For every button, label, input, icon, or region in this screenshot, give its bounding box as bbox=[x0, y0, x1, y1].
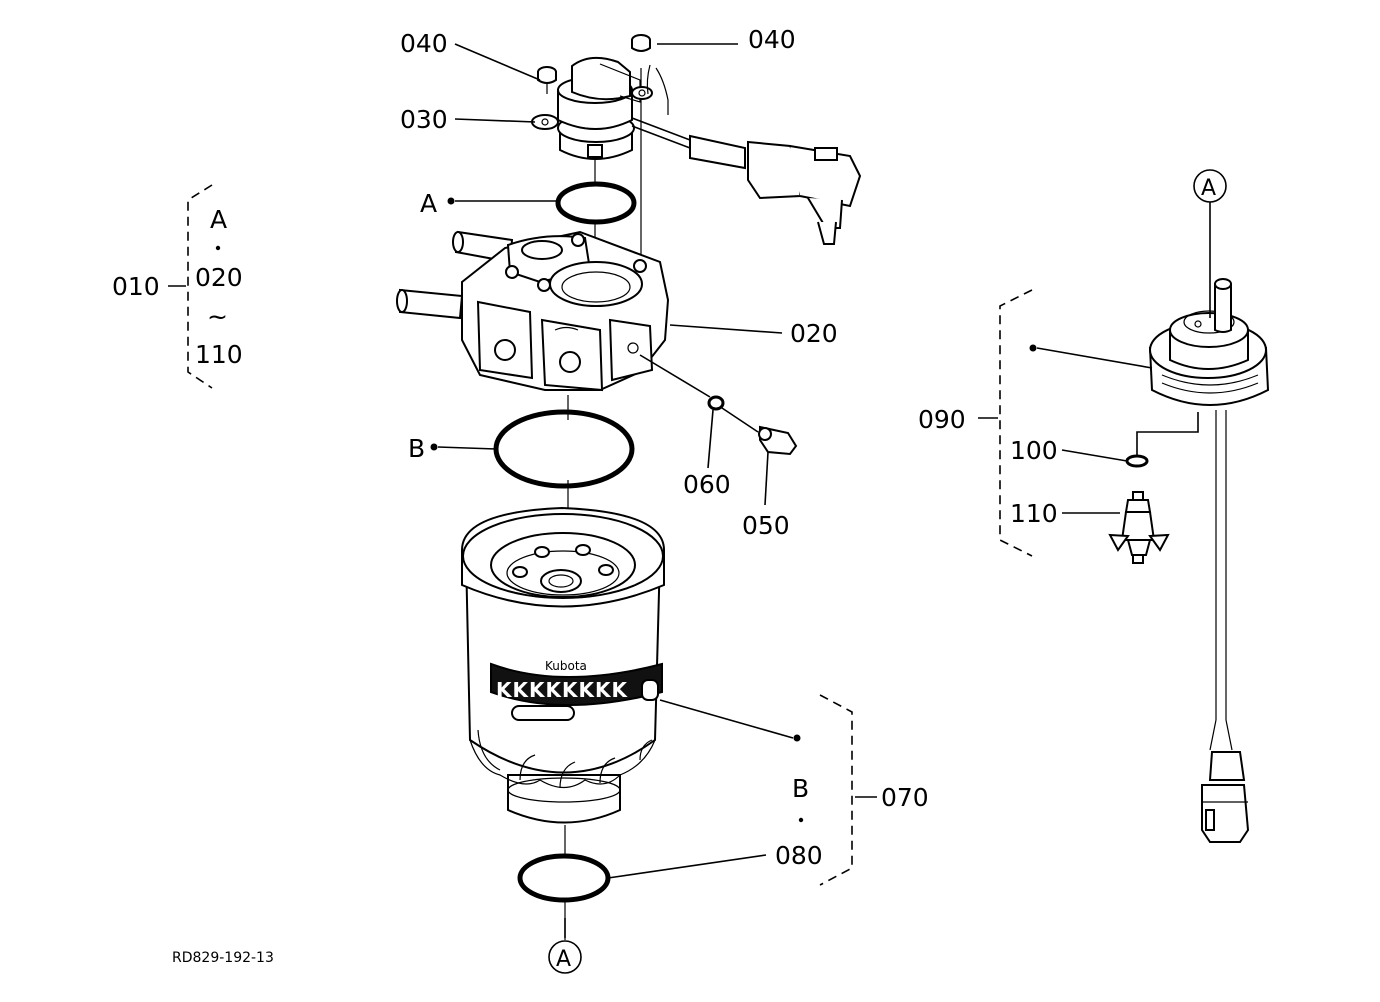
leader-lines bbox=[430, 43, 1211, 938]
group-090-bracket bbox=[999, 289, 1033, 557]
circle-ref-a-bottom: A bbox=[548, 940, 582, 974]
callout-080: 080 bbox=[775, 841, 823, 870]
callout-050: 050 bbox=[742, 511, 790, 540]
group-010-from: 020 bbox=[195, 263, 243, 292]
sensor-head-030 bbox=[531, 56, 862, 245]
circle-ref-a-right: A bbox=[1193, 169, 1227, 203]
drain-plug-110 bbox=[1108, 491, 1170, 564]
callout-110: 110 bbox=[1010, 499, 1058, 528]
water-sensor-090 bbox=[1148, 278, 1270, 843]
o-ring-a bbox=[555, 181, 637, 225]
callout-070: 070 bbox=[881, 783, 929, 812]
callout-040-right: 040 bbox=[748, 25, 796, 54]
callout-070-b: B bbox=[792, 774, 809, 803]
o-ring-100 bbox=[1125, 454, 1149, 468]
drawing-id: RD829-192-13 bbox=[172, 950, 274, 966]
screw-040-right bbox=[631, 34, 651, 52]
group-010-dot bbox=[215, 245, 221, 251]
group-010-tilde: ~ bbox=[207, 302, 228, 331]
callout-060: 060 bbox=[683, 470, 731, 499]
filter-band-text: KKKKKKKK bbox=[496, 678, 628, 702]
svg-text:A: A bbox=[1201, 176, 1216, 201]
callout-040-left: 040 bbox=[400, 29, 448, 58]
group-010-label: 010 bbox=[112, 272, 160, 301]
group-010-ref-a: A bbox=[210, 205, 227, 234]
fuel-filter-070: Kubota KKKKKKKK bbox=[461, 506, 665, 824]
callout-ref-a: A bbox=[420, 189, 437, 218]
filter-head-020 bbox=[396, 230, 670, 392]
o-ring-080 bbox=[517, 853, 611, 903]
o-ring-060 bbox=[707, 395, 725, 411]
plug-050 bbox=[758, 425, 798, 456]
callout-100: 100 bbox=[1010, 436, 1058, 465]
group-010-bracket: 010 A 020 ~ 110 bbox=[112, 184, 243, 389]
group-010-to: 110 bbox=[195, 340, 243, 369]
svg-text:A: A bbox=[556, 947, 571, 972]
group-070-bracket bbox=[819, 694, 853, 886]
filter-brand-text: Kubota bbox=[545, 659, 587, 673]
callout-ref-b: B bbox=[408, 434, 425, 463]
screw-040-left bbox=[537, 66, 557, 94]
callout-030: 030 bbox=[400, 105, 448, 134]
o-ring-b bbox=[493, 409, 635, 489]
callout-090: 090 bbox=[918, 405, 966, 434]
sensor-wire bbox=[646, 64, 669, 115]
callout-070-dot bbox=[798, 817, 804, 823]
callout-020: 020 bbox=[790, 319, 838, 348]
